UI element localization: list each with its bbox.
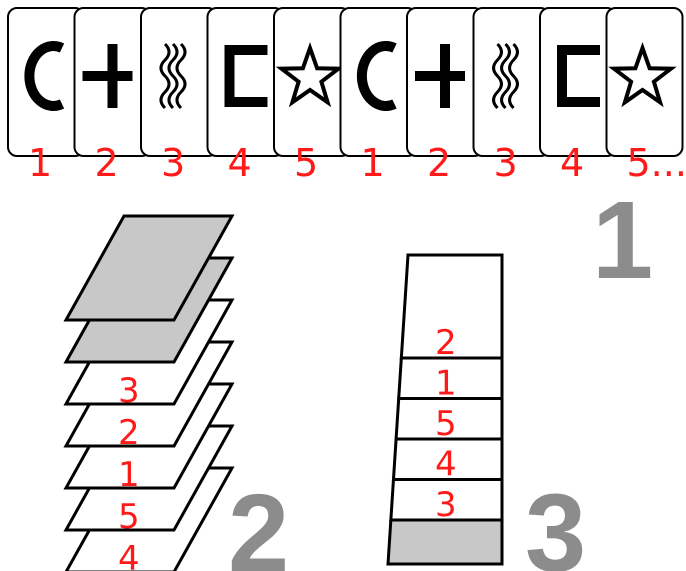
sheet-number-label: 3 [118, 371, 140, 411]
step-number-1: 1 [592, 179, 653, 302]
card: 5 [274, 8, 350, 185]
stack-block: 2 [401, 255, 502, 363]
sheet-number-label: 2 [118, 413, 140, 453]
card-face [607, 8, 683, 156]
card: 5... [607, 8, 686, 185]
block-shape [388, 520, 502, 564]
card-number-label: 2 [95, 141, 119, 185]
stack-block [388, 520, 502, 564]
sheet-number-label: 4 [118, 539, 140, 571]
card: 2 [75, 8, 151, 185]
stack-block: 3 [391, 480, 502, 526]
card-number-label: 4 [228, 141, 252, 185]
card-number-label: 2 [427, 141, 451, 185]
card-face [8, 8, 84, 156]
card: 3 [141, 8, 217, 185]
card-face [341, 8, 417, 156]
card-number-label: 3 [494, 141, 518, 185]
card-face [208, 8, 284, 156]
card-number-label: 1 [28, 141, 52, 185]
sheet-number-label: 5 [118, 497, 140, 537]
stack-block: 1 [399, 358, 502, 404]
card: 2 [407, 8, 483, 185]
card-face [474, 8, 550, 156]
card: 4 [540, 8, 616, 185]
card-face [274, 8, 350, 156]
card-face [540, 8, 616, 156]
sheet-number-label: 1 [118, 455, 140, 495]
card-face [141, 8, 217, 156]
card: 1 [341, 8, 417, 185]
step-number-3: 3 [525, 472, 586, 571]
card-number-label: 1 [361, 141, 385, 185]
step-number-2: 2 [228, 472, 289, 571]
card-number-label: 3 [161, 141, 185, 185]
card-number-label: 5 [294, 141, 318, 185]
stack-block: 5 [396, 399, 502, 445]
card: 4 [208, 8, 284, 185]
card: 3 [474, 8, 550, 185]
stack-block: 4 [393, 439, 502, 485]
card-number-label: 4 [560, 141, 584, 185]
card: 1 [8, 8, 84, 185]
